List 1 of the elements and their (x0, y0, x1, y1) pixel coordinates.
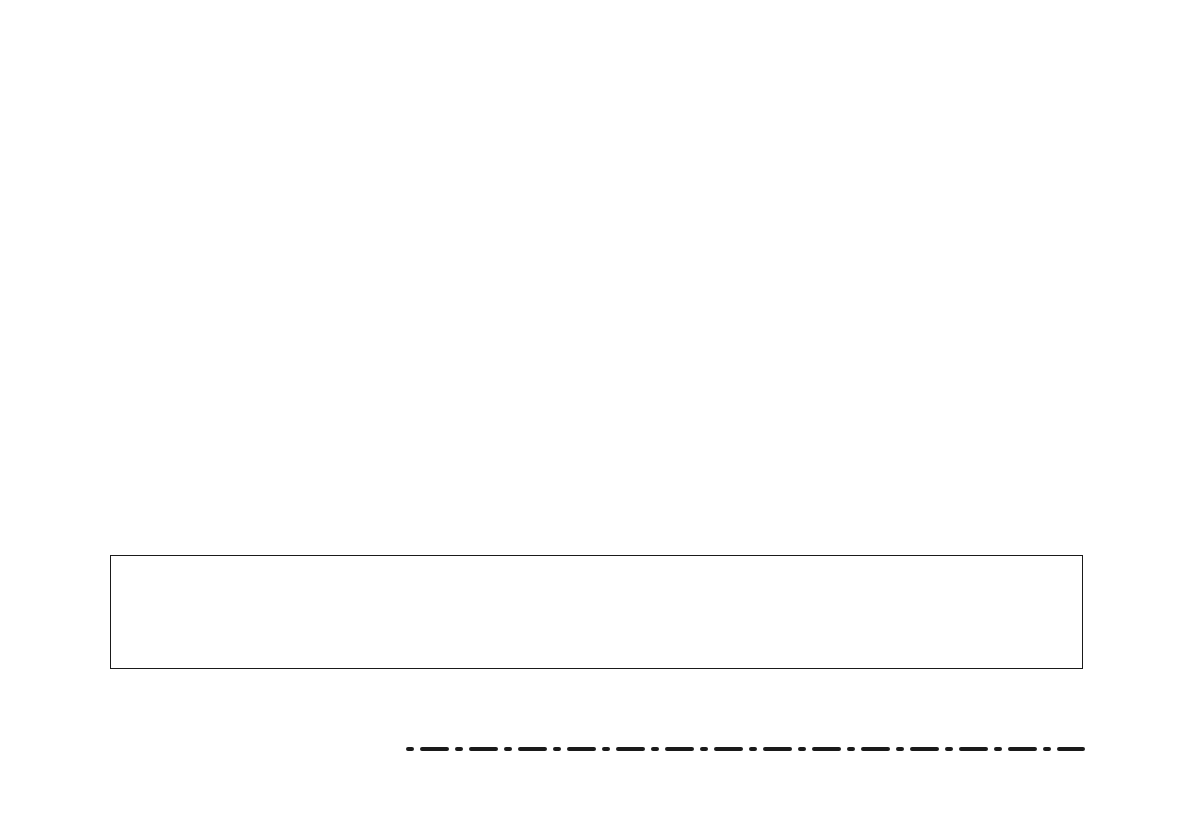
empty-box (110, 555, 1083, 669)
